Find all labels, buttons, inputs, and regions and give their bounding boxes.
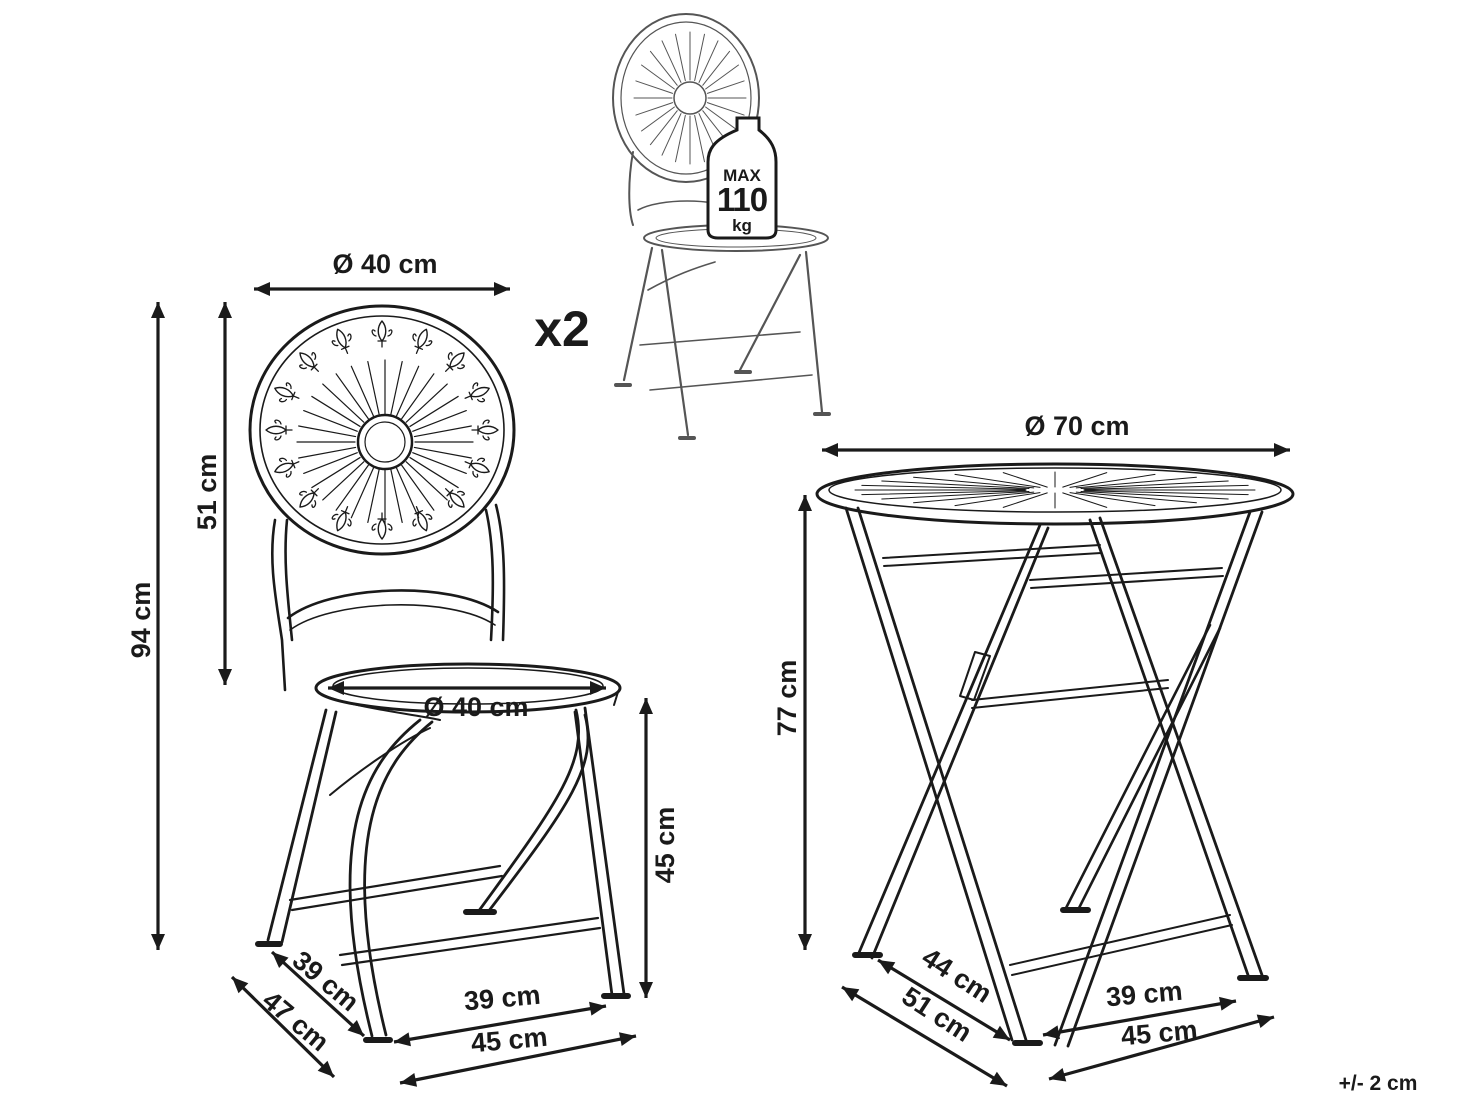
table-height-label: 77 cm (772, 660, 802, 737)
table-depth-outer-arrow (841, 985, 1008, 1088)
table-width-inner-label: 39 cm (1105, 976, 1184, 1013)
chair-depth-outer-arrow (230, 975, 336, 1079)
chair-seat-height-arrow (639, 698, 653, 998)
table-width-inner-arrow (1042, 996, 1237, 1040)
table-top-diameter-label: Ø 70 cm (1024, 411, 1129, 441)
max-load-jar: MAX 110 kg (706, 116, 778, 240)
quantity-label: x2 (534, 301, 590, 357)
chair-total-height-label: 94 cm (126, 582, 156, 659)
tolerance-label: +/- 2 cm (1339, 1072, 1418, 1095)
chair-total-height-arrow (151, 302, 165, 950)
table-height-arrow (798, 495, 812, 950)
backrest-ornament (437, 480, 472, 515)
backrest-ornament (406, 502, 437, 536)
chair-width-outer-label: 45 cm (470, 1022, 549, 1059)
backrest-ornament (406, 324, 437, 358)
backrest-ornament (270, 378, 304, 409)
chair-seat-height-label: 45 cm (650, 807, 680, 884)
chair-width-outer-arrow (399, 1032, 637, 1087)
chair-width-inner-arrow (393, 1001, 607, 1047)
max-load-value: 110 (717, 181, 767, 218)
chair-seat-diameter-label: Ø 40 cm (423, 692, 528, 722)
table-depth-inner-arrow (877, 958, 1011, 1042)
backrest-ornament (292, 480, 327, 515)
backrest-ornament (292, 345, 327, 380)
chair-backrest-height-label: 51 cm (192, 454, 222, 531)
backrest-ornament (371, 320, 393, 348)
backrest-ornament (265, 419, 293, 441)
chair-illustration (248, 304, 631, 1043)
table-top-diameter-arrow (822, 443, 1290, 457)
chair-backrest-diameter-label: Ø 40 cm (332, 249, 437, 279)
backrest-ornament (327, 502, 358, 536)
small-chair-illustration (612, 13, 831, 440)
max-load-label: MAX (723, 166, 761, 185)
backrest-ornament (437, 345, 472, 380)
chair-width-inner-label: 39 cm (463, 980, 542, 1017)
table-width-outer-label: 45 cm (1120, 1015, 1199, 1052)
backrest-ornament (471, 419, 499, 441)
backrest-ornament (460, 378, 494, 409)
chair-seat-diameter-arrow (328, 681, 606, 695)
chair-backrest-diameter-arrow (254, 282, 510, 296)
chair-backrest-height-arrow (218, 302, 232, 685)
table-illustration (815, 462, 1295, 1048)
backrest-ornament (371, 512, 393, 540)
backrest-ornament (327, 324, 358, 358)
chair-depth-inner-arrow (270, 950, 366, 1038)
backrest-ornament (270, 451, 304, 482)
max-load-unit: kg (732, 216, 752, 235)
table-width-outer-arrow (1048, 1014, 1275, 1082)
